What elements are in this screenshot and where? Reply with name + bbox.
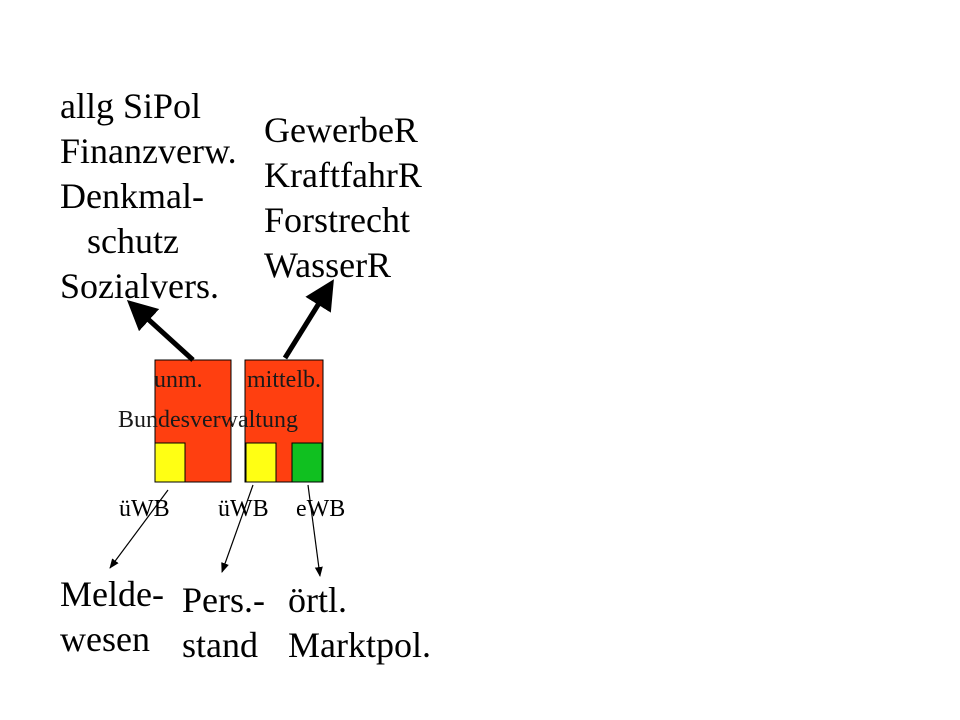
marktpol-line: örtl.	[288, 580, 347, 620]
left-list-item: schutz	[87, 221, 179, 261]
arrow-to-meldewesen	[109, 489, 169, 569]
arrow-to-marktpol	[307, 484, 323, 577]
personenstand-line: stand	[182, 625, 258, 665]
label-mittelb: mittelb.	[247, 367, 321, 393]
left-list-item: Denkmal-	[60, 176, 204, 216]
bottom-label-meldewesen: Melde- wesen	[60, 572, 164, 662]
marktpol-line: Marktpol.	[288, 625, 431, 665]
left-list-item: Sozialvers.	[60, 266, 219, 306]
label-ewb: eWB	[296, 496, 346, 522]
meldewesen-line: wesen	[60, 619, 150, 659]
personenstand-line: Pers.-	[182, 580, 265, 620]
left-list-item: Finanzverw.	[60, 131, 237, 171]
right-list-item: Forstrecht	[264, 200, 410, 240]
uwb-left-square	[154, 442, 186, 483]
bottom-label-marktpol: örtl. Marktpol.	[288, 578, 431, 668]
left-top-list: allg SiPol Finanzverw. Denkmal- schutz S…	[60, 84, 237, 309]
ewb-square	[291, 442, 323, 483]
meldewesen-line: Melde-	[60, 574, 164, 614]
right-list-item: WasserR	[264, 245, 392, 285]
bottom-label-personenstand: Pers.- stand	[182, 578, 265, 668]
label-uwb-left: üWB	[119, 496, 170, 522]
right-top-list: GewerbeR KraftfahrR Forstrecht WasserR	[264, 108, 422, 288]
right-list-item: KraftfahrR	[264, 155, 422, 195]
arrow-to-personenstand	[221, 484, 254, 573]
label-uwb-right: üWB	[218, 496, 269, 522]
label-unm: unm.	[154, 367, 203, 393]
left-list-item: allg SiPol	[60, 86, 202, 126]
label-bundesverwaltung: Bundesverwaltung	[118, 407, 298, 433]
right-list-item: GewerbeR	[264, 110, 418, 150]
arrow-to-left-list	[126, 299, 195, 362]
uwb-right-square	[245, 442, 277, 483]
arrow-to-right-list	[282, 279, 334, 360]
